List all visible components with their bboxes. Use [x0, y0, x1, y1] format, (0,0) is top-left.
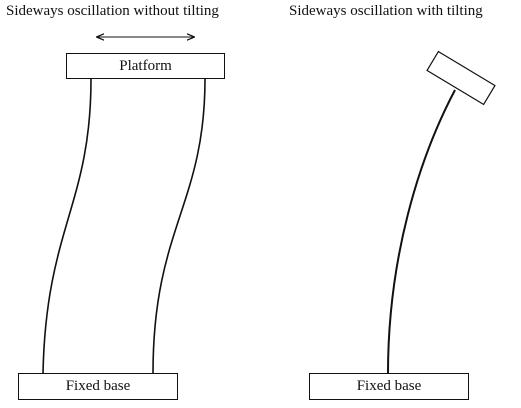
platform-box: Platform [66, 53, 225, 79]
left-panel-title: Sideways oscillation without tilting [6, 3, 219, 19]
fixed-base-right: Fixed base [309, 373, 469, 400]
left-flexure-leg-outer [42, 78, 92, 374]
platform-label: Platform [119, 57, 172, 74]
tilted-platform [426, 50, 496, 106]
fixed-base-left: Fixed base [18, 373, 178, 400]
left-flexure-leg-inner [152, 78, 206, 374]
fixed-base-right-label: Fixed base [356, 378, 422, 394]
right-flexure-leg [387, 89, 456, 374]
fixed-base-left-label: Fixed base [65, 378, 131, 394]
right-panel-title: Sideways oscillation with tilting [289, 3, 483, 19]
